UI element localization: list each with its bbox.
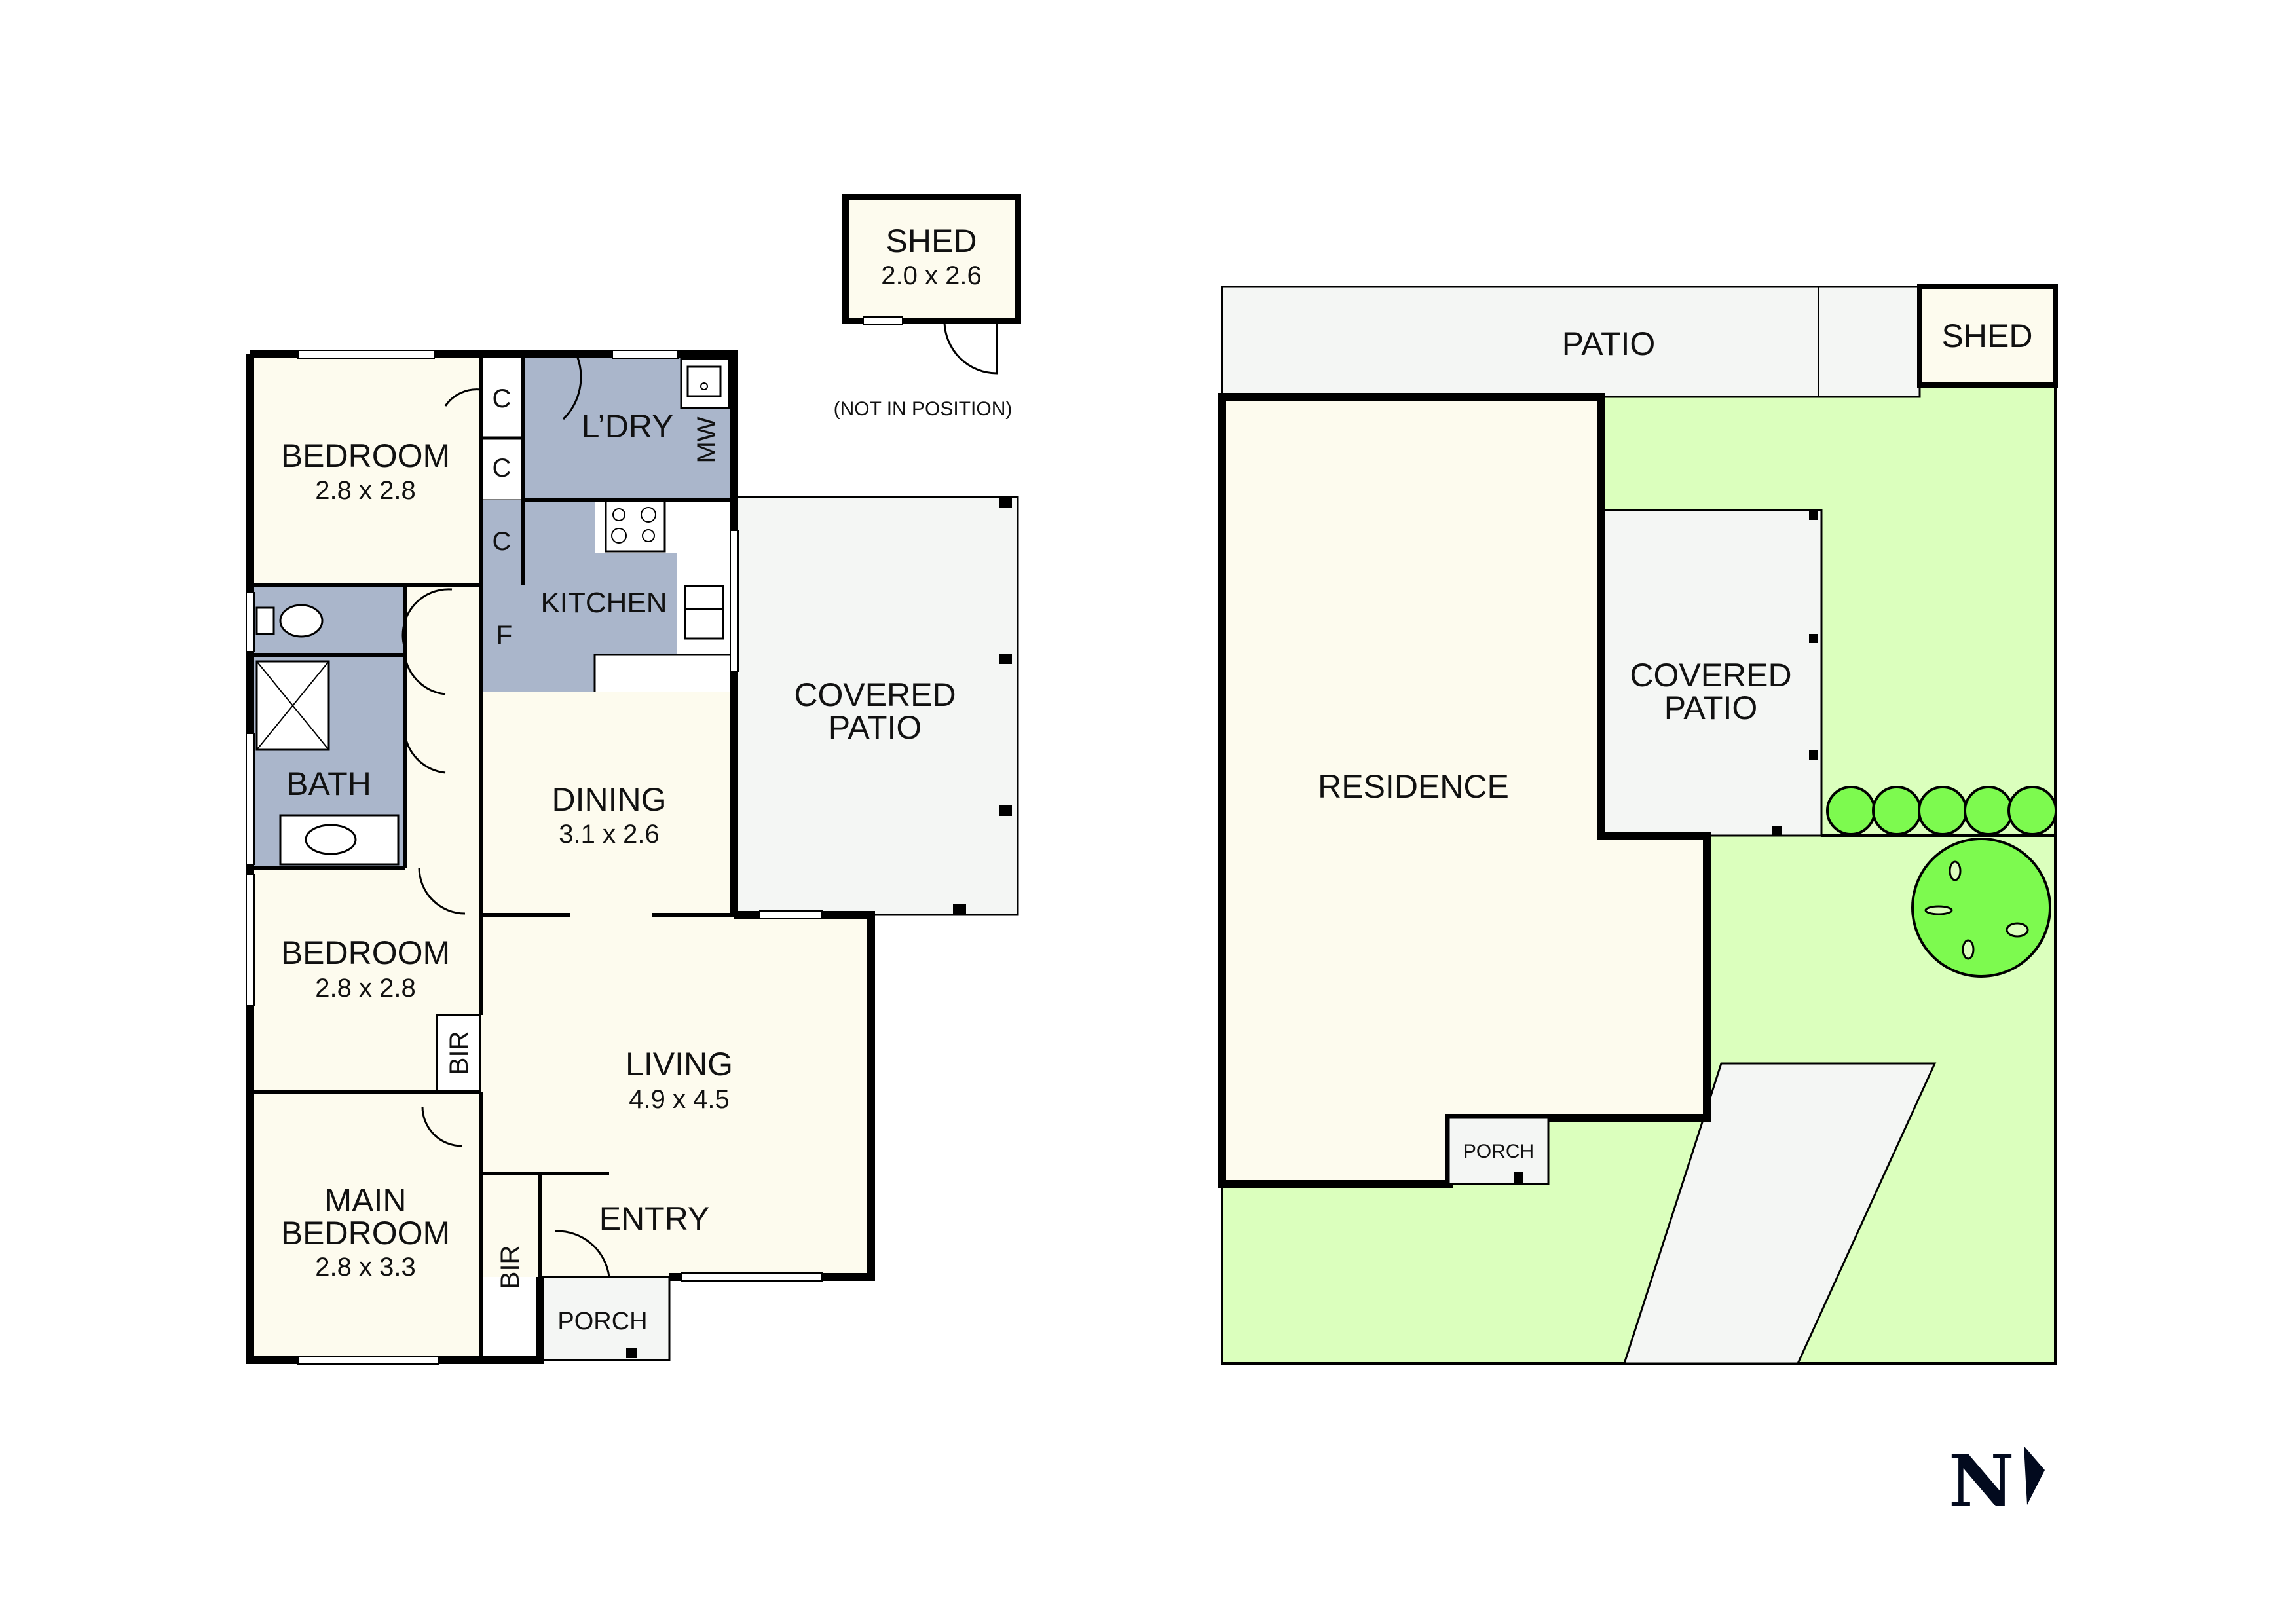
room-dims-main-bedroom: 2.8 x 3.3 bbox=[315, 1253, 415, 1282]
driveway bbox=[1622, 1062, 1937, 1365]
room-label-laundry: L’DRY bbox=[582, 408, 674, 445]
kitchen-sink bbox=[684, 585, 724, 640]
floor-plan-labels: BEDROOM 2.8 x 2.8 L’DRY KITCHEN BATH DIN… bbox=[281, 384, 956, 1335]
fixture-bir-2: BIR bbox=[496, 1246, 525, 1289]
fixture-microwave: MW bbox=[692, 416, 721, 463]
site-plan: PATIO SHED RESIDENCE COVERED PATIO PORCH bbox=[1218, 284, 2058, 1365]
hall-connect bbox=[405, 1092, 481, 1173]
fixture-bir-1: BIR bbox=[445, 1031, 474, 1075]
living-area bbox=[481, 915, 871, 1277]
room-label-dining: DINING bbox=[552, 781, 667, 818]
toilet bbox=[279, 604, 324, 638]
shed-note: (NOT IN POSITION) bbox=[834, 398, 1013, 420]
room-label-entry: ENTRY bbox=[599, 1200, 710, 1237]
site-label-shed: SHED bbox=[1942, 318, 2033, 354]
room-dims-living: 4.9 x 4.5 bbox=[629, 1085, 729, 1114]
room-label-covered-patio-1: COVERED bbox=[794, 676, 956, 713]
room-label-porch: PORCH bbox=[557, 1308, 647, 1335]
porch-area bbox=[538, 1276, 671, 1361]
site-label-residence: RESIDENCE bbox=[1318, 768, 1509, 805]
room-label-bedroom-1: BEDROOM bbox=[281, 437, 450, 474]
room-label-living: LIVING bbox=[625, 1046, 733, 1082]
wc-area bbox=[250, 585, 405, 655]
fixture-cupboard-1: C bbox=[493, 384, 512, 413]
hedge-shrubs bbox=[1826, 786, 2057, 836]
room-dims-bedroom-1: 2.8 x 2.8 bbox=[315, 476, 415, 505]
fixture-cupboard-2: C bbox=[493, 454, 512, 483]
site-covered-patio bbox=[1599, 509, 1823, 837]
north-arrow-icon bbox=[2024, 1446, 2045, 1505]
cooktop bbox=[605, 499, 666, 553]
shed-label: SHED bbox=[886, 223, 977, 259]
site-label-covered-patio-1: COVERED bbox=[1630, 657, 1791, 693]
room-dims-dining: 3.1 x 2.6 bbox=[559, 820, 659, 849]
dining-area bbox=[481, 692, 734, 915]
fixture-cupboard-3: C bbox=[493, 527, 512, 556]
site-porch bbox=[1447, 1116, 1550, 1185]
room-label-bedroom-2: BEDROOM bbox=[281, 934, 450, 971]
site-residence bbox=[1218, 393, 1711, 1188]
room-label-kitchen: KITCHEN bbox=[540, 587, 667, 619]
room-label-covered-patio-2: PATIO bbox=[829, 709, 922, 746]
covered-patio-area bbox=[733, 496, 1019, 916]
site-label-covered-patio-2: PATIO bbox=[1664, 690, 1758, 726]
floor-plan bbox=[246, 350, 1019, 1365]
shed-dims: 2.0 x 2.6 bbox=[881, 261, 981, 290]
vanity bbox=[279, 814, 400, 866]
bedroom-1-area bbox=[250, 354, 481, 585]
room-dims-bedroom-2: 2.8 x 2.8 bbox=[315, 974, 415, 1003]
room-label-main-bedroom-2: BEDROOM bbox=[281, 1215, 450, 1251]
tree bbox=[1911, 838, 2051, 978]
site-label-patio: PATIO bbox=[1562, 325, 1656, 362]
shed-detached: SHED 2.0 x 2.6 (NOT IN POSITION) bbox=[834, 194, 1021, 420]
site-patio bbox=[1221, 286, 1921, 398]
fixture-fridge: F bbox=[496, 621, 512, 650]
hallway-area bbox=[405, 585, 481, 915]
north-label: N bbox=[1949, 1439, 2015, 1523]
site-shed bbox=[1917, 284, 2058, 388]
room-label-bath: BATH bbox=[286, 766, 371, 802]
site-label-porch: PORCH bbox=[1463, 1141, 1534, 1162]
room-label-main-bedroom-1: MAIN bbox=[325, 1182, 407, 1219]
north-arrow: N bbox=[1949, 1439, 2045, 1523]
